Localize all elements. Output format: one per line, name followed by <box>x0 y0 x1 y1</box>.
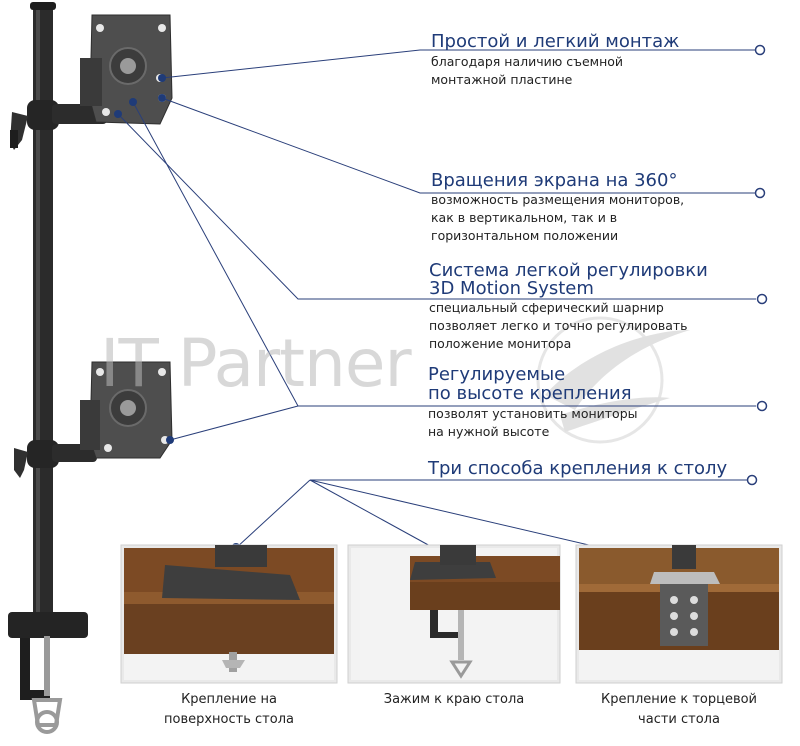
base-clamp <box>8 612 88 734</box>
watermark-text: IT Partner <box>100 325 412 402</box>
feature-desc-line: положение монитора <box>429 336 572 351</box>
feature-title-3d-motion-line2: 3D Motion System <box>429 278 594 299</box>
feature-desc-line: специальный сферический шарнир <box>429 300 664 315</box>
feature-title-height: Регулируемые <box>428 364 566 385</box>
feature-title-height-line2: по высоте крепления <box>428 383 632 404</box>
feature-desc-line: позволяет легко и точно регулировать <box>429 318 688 333</box>
feature-desc-line: горизонтальном положении <box>431 228 619 243</box>
caption-line: Крепление к торцевой <box>600 692 758 707</box>
feature-title-rotation: Вращения экрана на 360° <box>431 170 678 191</box>
pole <box>30 2 56 625</box>
caption-line: поверхность стола <box>164 712 294 727</box>
caption-surface-mount: Крепление на поверхность стола <box>121 690 337 730</box>
mount-option-surface <box>120 544 338 684</box>
lower-vesa-plate <box>80 361 173 459</box>
feature-desc-line: благодаря наличию съемной <box>431 54 624 69</box>
feature-desc-line: позволят установить мониторы <box>428 406 638 421</box>
feature-title-desk-mounts: Три способа крепления к столу <box>428 458 728 479</box>
feature-desc-line: на нужной высоте <box>428 424 550 439</box>
feature-desc-line: возможность размещения мониторов, <box>431 192 685 207</box>
feature-title-easy-mount: Простой и легкий монтаж <box>431 31 680 52</box>
feature-title-3d-motion: Система легкой регулировки <box>429 260 708 281</box>
mount-option-clamp <box>347 544 561 684</box>
feature-desc-line: монтажной пластине <box>431 72 573 87</box>
caption-line: Крепление на <box>181 692 277 707</box>
feature-desc-line: как в вертикальном, так и в <box>431 210 618 225</box>
callout-end-rings <box>746 44 768 486</box>
callout-lines <box>117 49 756 559</box>
upper-vesa-plate <box>80 14 173 125</box>
caption-line: части стола <box>638 712 720 727</box>
mount-option-edge <box>575 544 783 684</box>
caption-line: Зажим к краю стола <box>383 692 525 707</box>
caption-edge-mount: Крепление к торцевой части стола <box>576 690 782 730</box>
caption-clamp: Зажим к краю стола <box>348 690 560 710</box>
